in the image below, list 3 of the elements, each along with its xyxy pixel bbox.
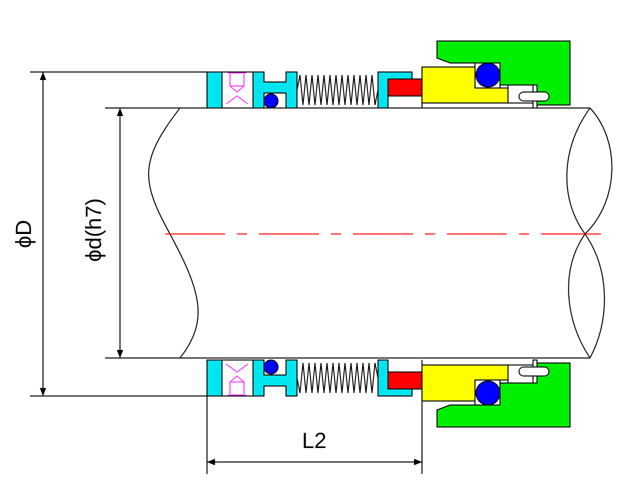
dimension-label: ϕd(h7) [82, 198, 105, 262]
dimension-label: L2 [302, 430, 326, 452]
dimension-label: ϕD [13, 220, 36, 248]
